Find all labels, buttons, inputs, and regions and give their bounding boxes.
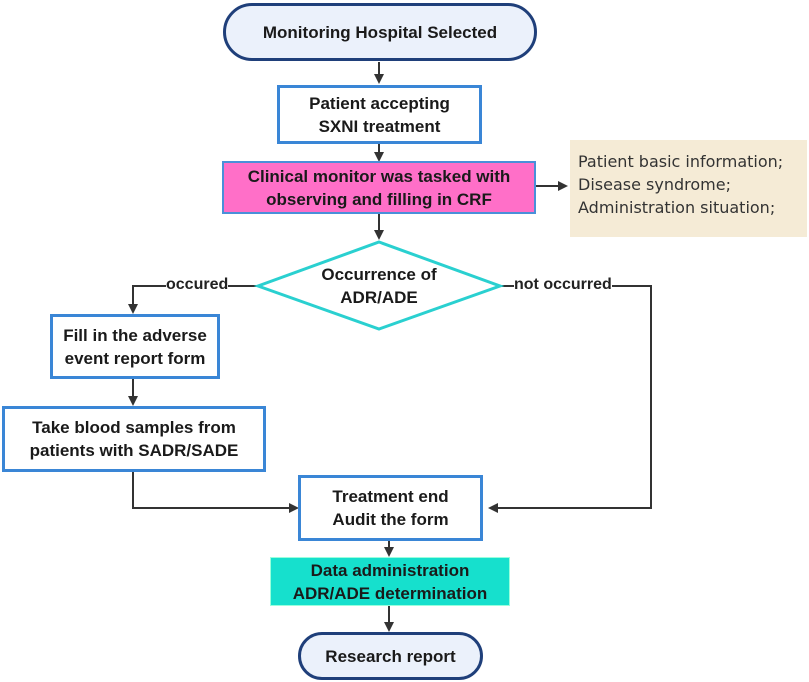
arrow-blood-to-end	[132, 472, 299, 513]
treatment-end-label-line2: Audit the form	[332, 510, 449, 529]
arrow-not-occurred-branch	[488, 285, 652, 513]
start-node: Monitoring Hospital Selected	[223, 3, 537, 61]
data-admin-label-line2: ADR/ADE determination	[292, 583, 488, 603]
monitor-node: Clinical monitor was tasked with observi…	[222, 161, 536, 214]
decision-label-line2: ADR/ADE	[340, 288, 418, 307]
adverse-form-label-line1: Fill in the adverse	[63, 325, 207, 345]
note-line1: Patient basic information;	[578, 152, 784, 171]
monitor-label-line1: Clinical monitor was tasked with	[247, 166, 511, 186]
data-admin-label-line1: Data administration	[310, 560, 470, 580]
crf-content-note: Patient basic information; Disease syndr…	[570, 140, 807, 237]
treatment-end-node: Treatment end Audit the form	[298, 475, 483, 541]
adverse-form-label-line2: event report form	[64, 348, 206, 368]
treatment-end-label-line1: Treatment end	[332, 487, 449, 506]
report-label: Research report	[325, 646, 456, 666]
edge-label-occured: occured	[166, 276, 229, 294]
blood-sample-node: Take blood samples from patients with SA…	[2, 406, 266, 472]
blood-label-line2: patients with SADR/SADE	[29, 441, 239, 460]
adverse-form-node: Fill in the adverse event report form	[50, 314, 220, 379]
note-line2: Disease syndrome;	[578, 175, 731, 194]
monitor-label-line2: observing and filling in CRF	[266, 189, 492, 209]
decision-label: Occurrence of ADR/ADE	[279, 260, 479, 312]
blood-label-line1: Take blood samples from	[32, 418, 236, 437]
decision-diamond	[253, 240, 505, 331]
data-admin-node: Data administration ADR/ADE determinatio…	[270, 557, 510, 606]
report-node: Research report	[298, 632, 483, 680]
edge-label-not-occurred: not occurred	[514, 276, 612, 294]
note-line3: Administration situation;	[578, 198, 776, 217]
start-label: Monitoring Hospital Selected	[262, 22, 498, 42]
patient-label-line2: SXNI treatment	[318, 116, 441, 136]
decision-label-line1: Occurrence of	[321, 265, 437, 284]
patient-node: Patient accepting SXNI treatment	[277, 85, 482, 144]
patient-label-line1: Patient accepting	[309, 93, 450, 113]
